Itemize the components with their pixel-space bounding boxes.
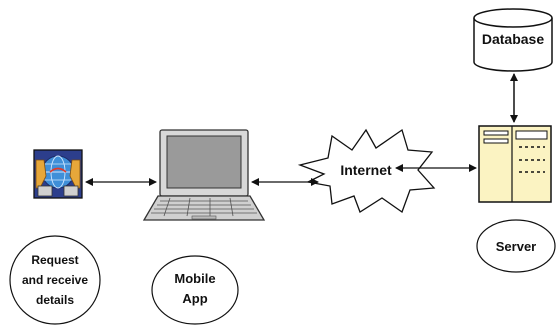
internet-label: Internet bbox=[340, 162, 392, 178]
starburst-cloud-icon bbox=[297, 128, 436, 214]
database-label: Database bbox=[482, 31, 544, 47]
database-cylinder-icon bbox=[473, 18, 553, 72]
mobile-app-label-line-1: Mobile bbox=[174, 271, 215, 286]
laptop-icon bbox=[142, 129, 266, 221]
mobile-app-label-line-2: App bbox=[182, 291, 207, 306]
request-label-line-2: and receive bbox=[22, 273, 88, 287]
laptop-node bbox=[142, 129, 266, 221]
request-label-line-3: details bbox=[36, 293, 74, 307]
server-node bbox=[478, 125, 552, 203]
web-service-node bbox=[33, 149, 83, 199]
database-cylinder-top bbox=[473, 8, 553, 28]
request-caption: Request and receive details bbox=[9, 235, 101, 325]
server-caption: Server bbox=[476, 219, 556, 273]
globe-handshake-icon bbox=[33, 149, 83, 199]
database-node: Database bbox=[473, 8, 553, 72]
mobile-app-caption: Mobile App bbox=[151, 255, 239, 325]
internet-node: Internet bbox=[297, 128, 436, 214]
request-label-line-1: Request bbox=[31, 253, 78, 267]
server-label: Server bbox=[496, 239, 536, 254]
